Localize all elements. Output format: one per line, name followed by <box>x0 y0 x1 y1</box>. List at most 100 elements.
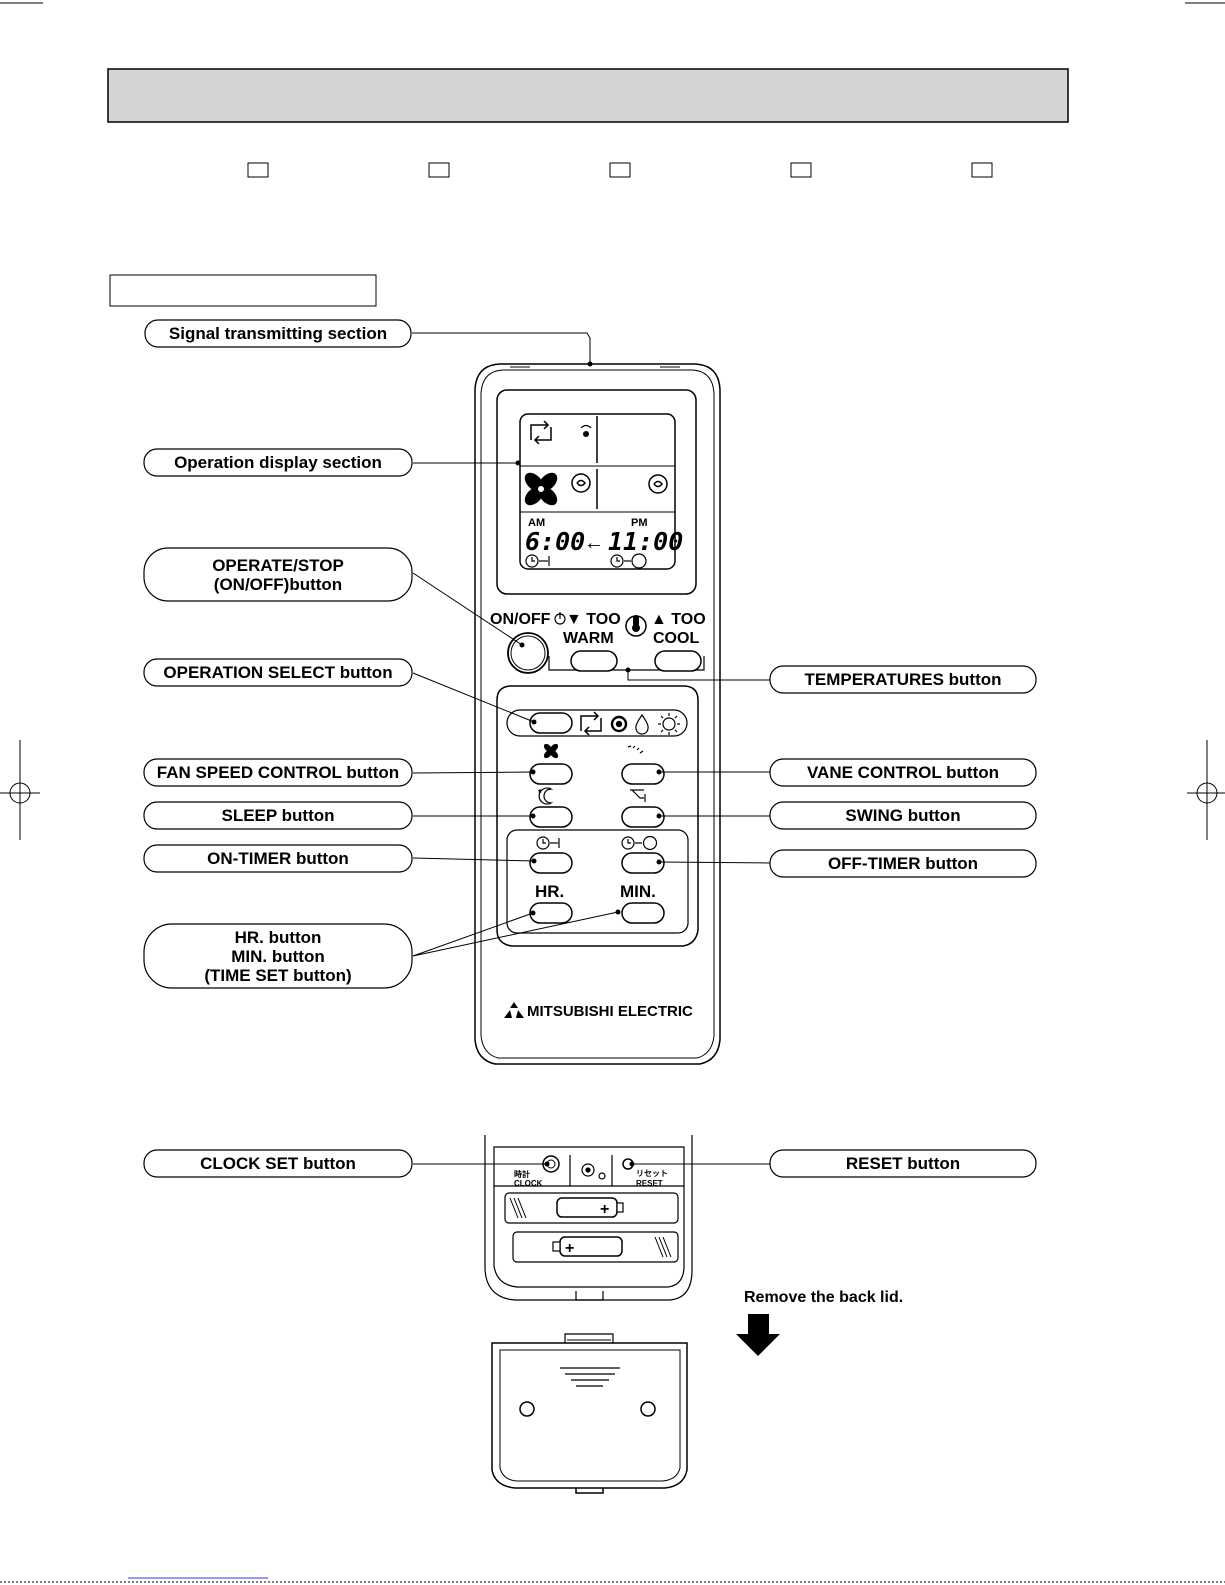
hr-label: HR. <box>535 882 564 901</box>
off-timer-button[interactable] <box>621 852 665 874</box>
thermometer-icon <box>625 615 647 637</box>
callout-offtimer: OFF-TIMER button <box>769 849 1037 878</box>
battery-1-plus: + <box>600 1201 609 1218</box>
swing-icon <box>630 789 646 802</box>
lcd-signal-icon <box>580 424 592 437</box>
mode-heat-icon <box>658 713 680 735</box>
callout-temps: TEMPERATURES button <box>769 665 1037 694</box>
callout-fan: FAN SPEED CONTROL button <box>143 758 413 787</box>
callout-select-text: OPERATION SELECT button <box>163 663 392 682</box>
lcd-fan-speed-icon <box>571 473 591 493</box>
clock-jp-label: 時計 <box>514 1169 530 1179</box>
leader-lines <box>412 332 771 1165</box>
hr-button[interactable] <box>529 902 573 924</box>
lcd-vane-icon <box>648 474 668 494</box>
control-panel-outline <box>496 685 699 947</box>
battery-1: + <box>509 1197 624 1219</box>
onoff-label: ON/OFF <box>490 611 551 628</box>
timer-panel <box>506 829 689 934</box>
center-screw-icon <box>581 1163 606 1180</box>
callout-sleep: SLEEP button <box>143 801 413 830</box>
sleep-button[interactable] <box>529 806 573 828</box>
callout-ontimer-text: ON-TIMER button <box>207 849 349 868</box>
lcd-am-label: AM <box>528 517 545 529</box>
remote-body <box>474 363 721 1065</box>
fan-speed-icon <box>543 743 559 759</box>
reset-en-label: RESET <box>636 1179 663 1188</box>
too-warm-button[interactable] <box>570 650 618 672</box>
callout-reset-text: RESET button <box>846 1154 960 1173</box>
swing-button[interactable] <box>621 806 665 828</box>
callout-operate-line2: (ON/OFF)button <box>214 575 342 594</box>
lcd-mode-icon <box>530 420 552 445</box>
mode-select-strip <box>506 709 688 737</box>
mode-cool-icon <box>610 715 628 733</box>
too-warm-line1: ▼ TOO <box>566 611 621 628</box>
too-warm-line2: WARM <box>563 630 614 647</box>
callout-vane-text: VANE CONTROL button <box>807 763 999 782</box>
lcd-on-time: 6:00 <box>525 527 585 556</box>
brand-logo-icon <box>504 1002 524 1018</box>
callout-clock: CLOCK SET button <box>143 1149 413 1178</box>
too-cool-line1: ▲ TOO <box>651 611 706 628</box>
leader-dots <box>515 361 662 1167</box>
callout-reset: RESET button <box>769 1149 1037 1178</box>
callout-swing: SWING button <box>769 801 1037 830</box>
min-button[interactable] <box>621 902 665 924</box>
callout-timeset-line2: MIN. button <box>231 947 324 966</box>
off-timer-icon <box>621 835 658 851</box>
battery-compartment <box>484 1135 693 1301</box>
callout-clock-text: CLOCK SET button <box>200 1154 356 1173</box>
callout-offtimer-text: OFF-TIMER button <box>828 854 978 873</box>
remove-lid-note: Remove the back lid. <box>744 1289 903 1306</box>
callout-operate-line1: OPERATE/STOP <box>212 556 344 575</box>
lcd-off-time: 11:00 <box>608 527 683 556</box>
back-lid <box>491 1333 688 1494</box>
callout-timeset-line3: (TIME SET button) <box>204 966 351 985</box>
small-box-row <box>247 162 993 178</box>
section-header-banner <box>107 68 1069 123</box>
power-icon <box>554 612 566 625</box>
reset-jp-label: リセット <box>636 1169 668 1178</box>
callout-swing-text: SWING button <box>845 806 960 825</box>
lcd-off-timer-icon <box>610 553 647 569</box>
fan-speed-button[interactable] <box>529 763 573 785</box>
on-timer-button[interactable] <box>529 852 573 874</box>
mode-auto-icon <box>580 711 602 736</box>
callout-signal: Signal transmitting section <box>144 319 412 348</box>
callout-timeset-line1: HR. button <box>235 928 322 947</box>
callout-timeset: HR. button MIN. button (TIME SET button) <box>143 923 413 989</box>
callout-operate: OPERATE/STOP (ON/OFF)button <box>143 547 413 602</box>
battery-2-plus: + <box>565 1240 574 1257</box>
operation-select-button[interactable] <box>529 712 573 734</box>
too-cool-button[interactable] <box>654 650 702 672</box>
sleep-icon: * <box>538 787 552 805</box>
brand-name: MITSUBISHI ELECTRIC <box>527 1003 693 1020</box>
on-timer-icon <box>536 836 560 850</box>
vane-control-button[interactable] <box>621 763 665 785</box>
callout-select: OPERATION SELECT button <box>143 658 413 687</box>
lcd-fan-icon <box>524 472 558 506</box>
clock-en-label: CLOCK <box>514 1179 543 1188</box>
lcd-screen <box>519 413 676 570</box>
mode-dry-icon <box>635 713 649 735</box>
vane-icon <box>627 745 644 754</box>
callout-vane: VANE CONTROL button <box>769 758 1037 787</box>
min-label: MIN. <box>620 882 656 901</box>
callout-temps-text: TEMPERATURES button <box>804 670 1001 689</box>
callout-display: Operation display section <box>143 448 413 477</box>
display-panel <box>496 389 697 595</box>
onoff-button[interactable] <box>507 632 549 674</box>
subsection-label-box <box>109 274 377 307</box>
callout-display-text: Operation display section <box>174 453 382 472</box>
too-cool-line2: COOL <box>653 630 699 647</box>
callout-fan-text: FAN SPEED CONTROL button <box>157 763 399 782</box>
lcd-arrow: ← <box>584 532 604 554</box>
callout-signal-text: Signal transmitting section <box>169 324 387 343</box>
lcd-on-timer-icon <box>525 554 550 568</box>
callout-sleep-text: SLEEP button <box>221 806 334 825</box>
down-arrow-icon <box>736 1314 780 1356</box>
callout-ontimer: ON-TIMER button <box>143 844 413 873</box>
